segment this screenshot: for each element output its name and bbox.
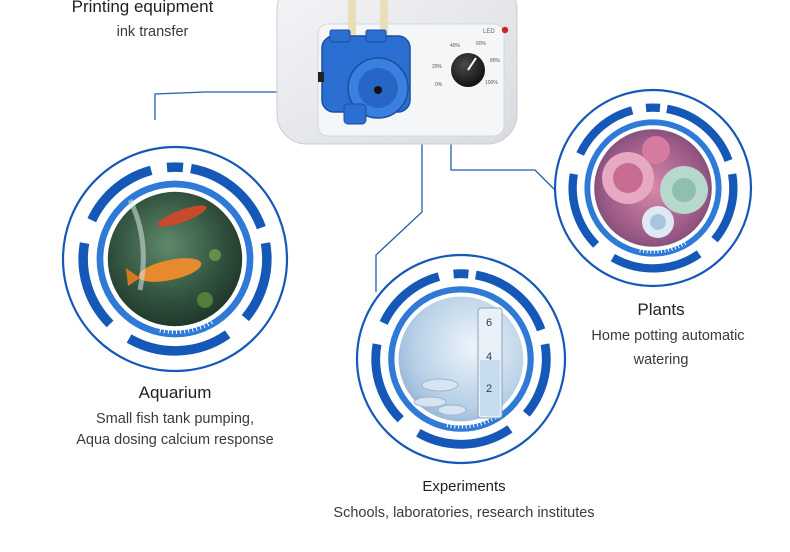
aquarium-title: Aquarium	[138, 383, 212, 402]
svg-text:6: 6	[486, 317, 492, 329]
svg-text:100%: 100%	[485, 80, 498, 86]
led-label: LED	[483, 29, 495, 35]
svg-text:0%: 0%	[435, 82, 443, 88]
plants-title: Plants	[637, 300, 685, 319]
lab-glassware-photo: 6 4 2	[413, 307, 503, 419]
svg-text:4: 4	[486, 351, 492, 363]
succulent-photo	[602, 136, 708, 238]
plants-desc-line2: watering	[633, 352, 689, 368]
plants-desc-line1: Home potting automatic	[591, 328, 745, 344]
led-indicator	[501, 26, 509, 34]
aquarium-desc-line1: Small fish tank pumping,	[96, 411, 254, 427]
svg-text:2: 2	[486, 383, 492, 395]
header-subtitle: ink transfer	[116, 24, 189, 40]
svg-text:40%: 40%	[450, 43, 461, 49]
svg-text:80%: 80%	[490, 58, 501, 64]
header-title: Printing equipment	[71, 0, 214, 16]
aquarium-desc-line2: Aqua dosing calcium response	[76, 432, 274, 448]
experiments-title: Experiments	[422, 478, 506, 495]
svg-text:60%: 60%	[476, 41, 487, 47]
svg-text:20%: 20%	[432, 64, 443, 70]
experiments-desc-line1: Schools, laboratories, research institut…	[333, 505, 595, 521]
koi-fish-photo	[126, 198, 221, 308]
